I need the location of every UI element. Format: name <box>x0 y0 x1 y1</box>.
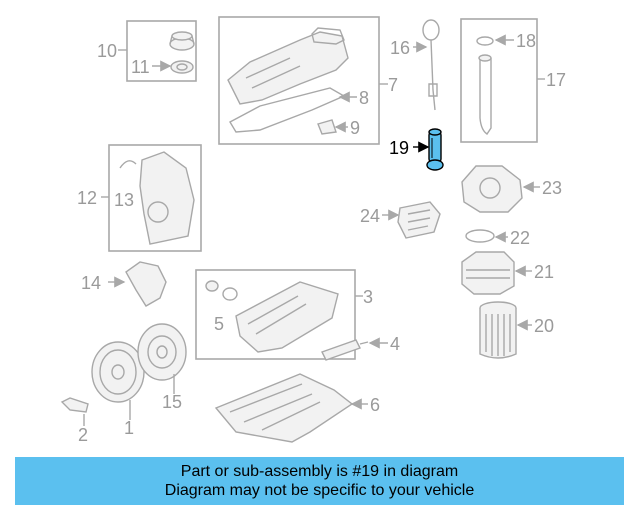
callout-15: 15 <box>162 392 182 412</box>
group-box-10 <box>126 20 197 82</box>
callout-3: 3 <box>363 287 373 307</box>
gasket-clip <box>317 119 337 135</box>
callout-13: 13 <box>114 190 134 210</box>
callout-7: 7 <box>388 75 398 95</box>
callout-19[interactable]: 19 <box>389 138 409 158</box>
callout-23: 23 <box>542 178 562 198</box>
cap-seal <box>170 60 194 74</box>
valve-cover-gasket <box>229 87 346 133</box>
oil-return-tube <box>476 36 494 135</box>
oil-pan <box>235 281 339 353</box>
callout-22: 22 <box>510 228 530 248</box>
crank-bolt <box>60 397 89 413</box>
oil-filter <box>479 301 517 359</box>
dipstick-tube-19[interactable] <box>426 128 444 171</box>
crankshaft-pulley <box>91 341 145 403</box>
callout-5: 5 <box>214 314 224 334</box>
callout-17: 17 <box>546 70 566 90</box>
callout-21: 21 <box>534 262 554 282</box>
lower-shield <box>214 373 354 443</box>
valve-cover <box>227 27 349 105</box>
drain-plug <box>205 280 238 301</box>
banner-line-2: Diagram may not be specific to your vehi… <box>164 482 475 499</box>
callout-1: 1 <box>124 418 134 438</box>
callout-6: 6 <box>370 395 380 415</box>
banner-line-1: Part or sub-assembly is #19 in diagram <box>180 463 459 480</box>
group-box-7 <box>218 16 380 145</box>
callout-8: 8 <box>359 88 369 108</box>
oil-filler-cap <box>169 31 195 51</box>
callout-10: 10 <box>97 41 117 61</box>
timing-cover <box>139 151 195 245</box>
callout-24: 24 <box>360 206 380 226</box>
cover-seal <box>119 160 137 169</box>
engine-bracket <box>125 261 167 307</box>
callout-2: 2 <box>78 425 88 445</box>
callout-4: 4 <box>390 334 400 354</box>
callout-11: 11 <box>131 57 150 77</box>
callout-16: 16 <box>390 38 410 58</box>
timing-sprocket <box>137 323 187 381</box>
oil-filter-housing <box>461 165 523 213</box>
oil-cooler <box>461 251 515 295</box>
group-box-17 <box>460 18 538 143</box>
group-box-12 <box>108 144 202 252</box>
parts-diagram: 1 2 3 4 5 6 7 8 9 10 11 12 13 14 15 16 1… <box>60 16 566 445</box>
info-banner: Part or sub-assembly is #19 in diagram D… <box>15 457 624 505</box>
callout-18: 18 <box>516 31 536 51</box>
oil-dipstick <box>422 19 440 111</box>
callout-20: 20 <box>534 316 554 336</box>
callout-9: 9 <box>350 118 360 138</box>
sealant-tube <box>321 339 369 361</box>
callout-12: 12 <box>77 188 97 208</box>
housing-gasket <box>397 201 441 239</box>
group-box-3 <box>195 269 356 360</box>
callout-14: 14 <box>81 273 101 293</box>
o-ring <box>465 229 495 243</box>
